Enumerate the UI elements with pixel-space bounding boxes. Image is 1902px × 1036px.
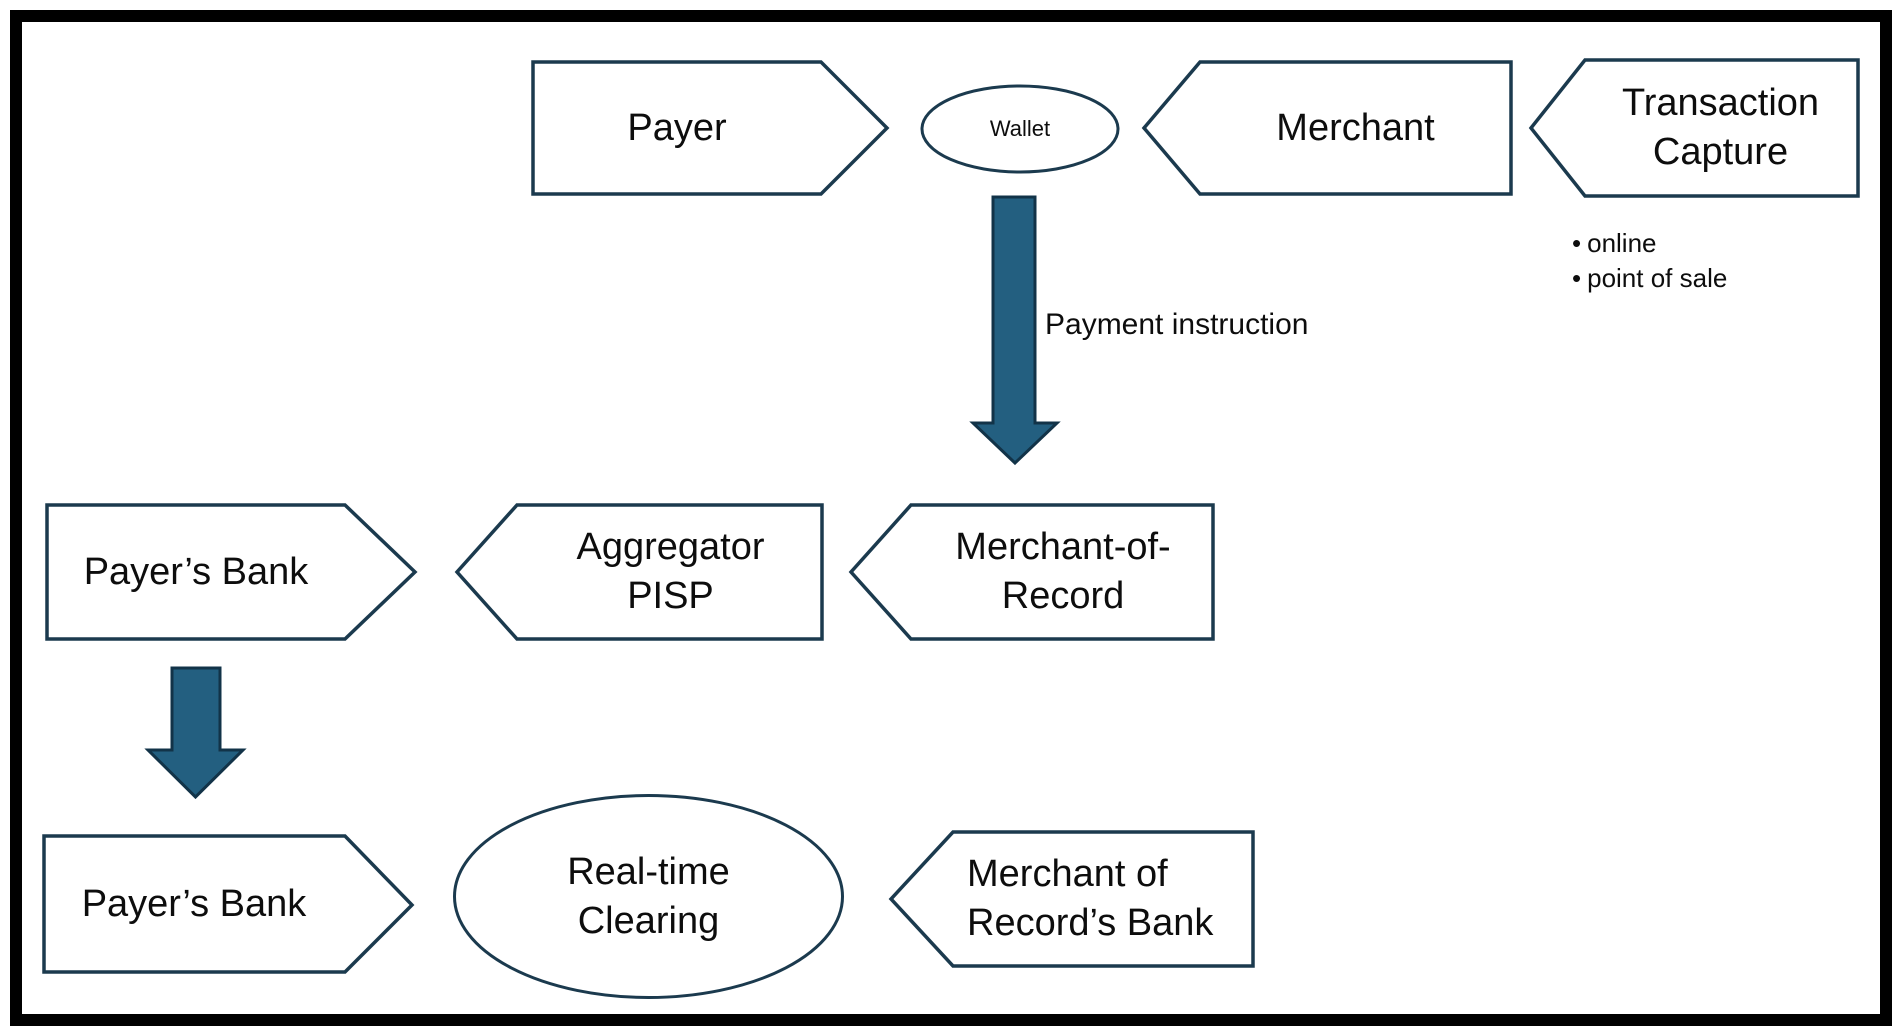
payer-label: Payer xyxy=(627,106,727,149)
wallet-node: Wallet xyxy=(920,84,1120,174)
ellipse-shape xyxy=(920,84,1120,174)
bullet-icon: • xyxy=(1572,228,1582,258)
pentagon-left-shape xyxy=(1528,58,1860,198)
transaction-capture-label: Transaction Capture xyxy=(1621,82,1820,173)
payers-bank-bottom-label: Payer’s Bank xyxy=(81,882,307,925)
merchant-of-record-node: Merchant-of-Record xyxy=(848,503,1215,641)
payment-instruction-arrow xyxy=(969,195,1061,466)
merchant-of-record-bank-label: Merchant of Record’s Bank xyxy=(967,853,1214,944)
down-arrow-icon xyxy=(969,195,1061,466)
list-item: • online xyxy=(1572,226,1727,261)
pentagon-right-shape xyxy=(45,503,418,641)
pentagon-right-shape xyxy=(42,834,415,974)
real-time-clearing-node: Real-time Clearing xyxy=(452,793,845,1000)
pentagon-left-shape xyxy=(888,830,1255,968)
merchant-of-record-label: Merchant-of-Record xyxy=(955,526,1171,617)
payers-bank-bottom-node: Payer’s Bank xyxy=(42,834,415,974)
down-arrow-icon xyxy=(144,666,247,800)
capture-channel-list: • online • point of sale xyxy=(1572,226,1727,296)
ellipse-shape xyxy=(453,794,844,999)
transaction-capture-node: Transaction Capture xyxy=(1528,58,1860,198)
capture-channel-online: online xyxy=(1587,228,1657,258)
diagram-frame xyxy=(10,10,1892,1026)
merchant-label: Merchant xyxy=(1276,106,1435,149)
payment-instruction-label: Payment instruction xyxy=(1045,308,1309,341)
real-time-clearing-label: Real-time Clearing xyxy=(567,850,730,942)
merchant-node: Merchant xyxy=(1141,60,1513,196)
bank-flow-arrow xyxy=(144,666,247,800)
merchant-of-record-bank-node: Merchant of Record’s Bank xyxy=(888,830,1255,968)
pentagon-right-shape xyxy=(531,60,890,196)
pentagon-left-shape xyxy=(454,503,824,641)
bullet-icon: • xyxy=(1572,263,1582,293)
payer-node: Payer xyxy=(531,60,890,196)
wallet-label: Wallet xyxy=(989,115,1051,141)
aggregator-pisp-label: Aggregator PISP xyxy=(576,526,765,617)
aggregator-pisp-node: Aggregator PISP xyxy=(454,503,824,641)
payers-bank-mid-node: Payer’s Bank xyxy=(45,503,418,641)
payers-bank-mid-label: Payer’s Bank xyxy=(83,550,309,593)
capture-channel-pos: point of sale xyxy=(1587,263,1728,293)
pentagon-left-shape xyxy=(1141,60,1513,196)
list-item: • point of sale xyxy=(1572,261,1727,296)
pentagon-left-shape xyxy=(848,503,1215,641)
